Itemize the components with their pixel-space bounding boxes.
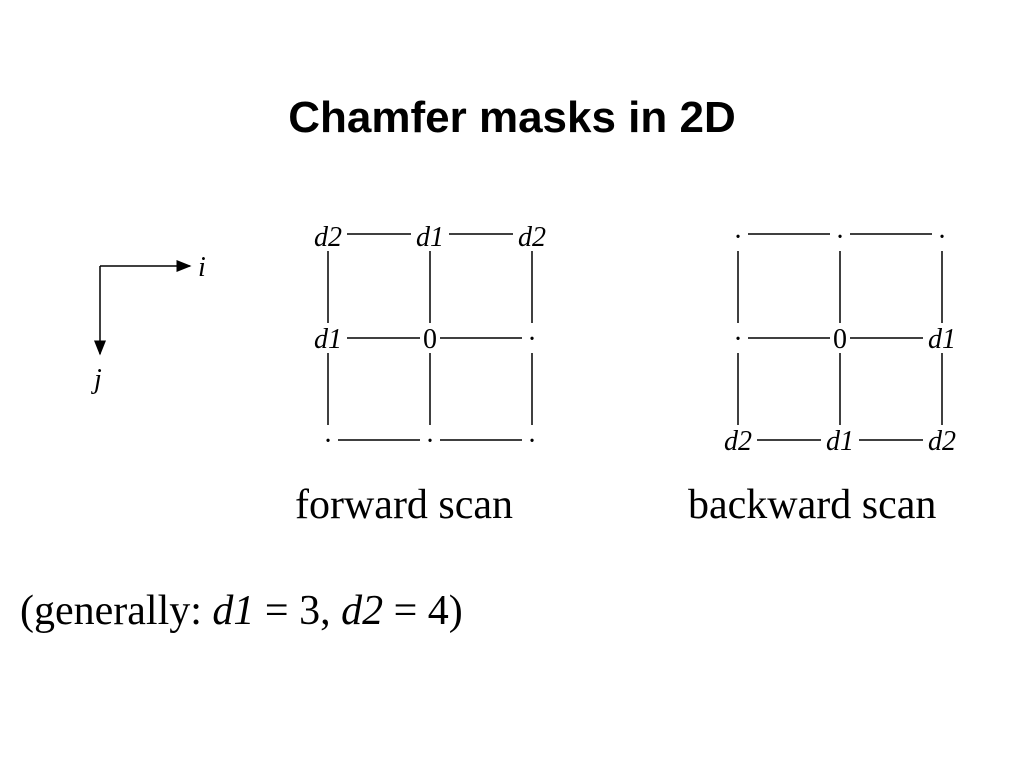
backward-mask-labels: · · · · 0 d1 d2 d1 d2 (719, 221, 961, 457)
mask-cell-background (728, 323, 748, 353)
mask-cell-label: 0 (833, 324, 847, 355)
mask-cell-label: · (733, 324, 742, 355)
j-axis-label: j (91, 364, 102, 395)
mask-cell-label: d2 (928, 426, 956, 457)
backward-scan-caption: backward scan (688, 482, 937, 528)
mask-cell-background (830, 323, 850, 353)
note-d2-name: d2 (341, 588, 384, 634)
note-d2-value: = 4) (383, 588, 463, 634)
mask-cell-background (821, 425, 859, 455)
i-axis-label: i (198, 252, 206, 283)
mask-cell-label: 0 (423, 324, 437, 355)
mask-cell-label: d1 (826, 426, 854, 457)
mask-cell-background (719, 425, 757, 455)
typical-values-note: (generally: d1 = 3, d2 = 4) (20, 584, 463, 638)
mask-cell-background (411, 221, 449, 251)
mask-cell-label: · (527, 324, 536, 355)
mask-cell-background (513, 221, 551, 251)
mask-cell-label: · (835, 222, 844, 253)
mask-cell-background (318, 425, 338, 455)
mask-cell-background (420, 323, 440, 353)
mask-cell-label: · (323, 426, 332, 457)
mask-cell-label: · (733, 222, 742, 253)
note-d1-name: d1 (212, 588, 255, 634)
axis-indicator: i j (91, 252, 206, 395)
mask-cell-background (830, 221, 850, 251)
mask-cell-label: d1 (928, 324, 956, 355)
mask-cell-background (923, 425, 961, 455)
mask-cell-label: d2 (314, 222, 342, 253)
note-prefix: (generally: (20, 588, 213, 634)
slide-title: Chamfer masks in 2D (288, 93, 736, 142)
mask-cell-background (309, 323, 347, 353)
mask-cell-background (522, 425, 542, 455)
mask-cell-label: · (527, 426, 536, 457)
mask-cell-label: d1 (314, 324, 342, 355)
mask-cell-background (728, 221, 748, 251)
forward-scan-caption: forward scan (295, 482, 514, 528)
mask-cell-background (420, 425, 440, 455)
mask-cell-label: d1 (416, 222, 444, 253)
mask-cell-background (522, 323, 542, 353)
mask-cell-label: · (937, 222, 946, 253)
mask-cell-label: d2 (724, 426, 752, 457)
note-d1-value: = 3, (254, 588, 342, 634)
forward-mask-labels: d2 d1 d2 d1 0 · · · · (309, 221, 551, 457)
mask-cell-background (923, 323, 961, 353)
mask-cell-label: · (425, 426, 434, 457)
mask-cell-background (309, 221, 347, 251)
mask-cell-background (932, 221, 952, 251)
mask-cell-label: d2 (518, 222, 546, 253)
